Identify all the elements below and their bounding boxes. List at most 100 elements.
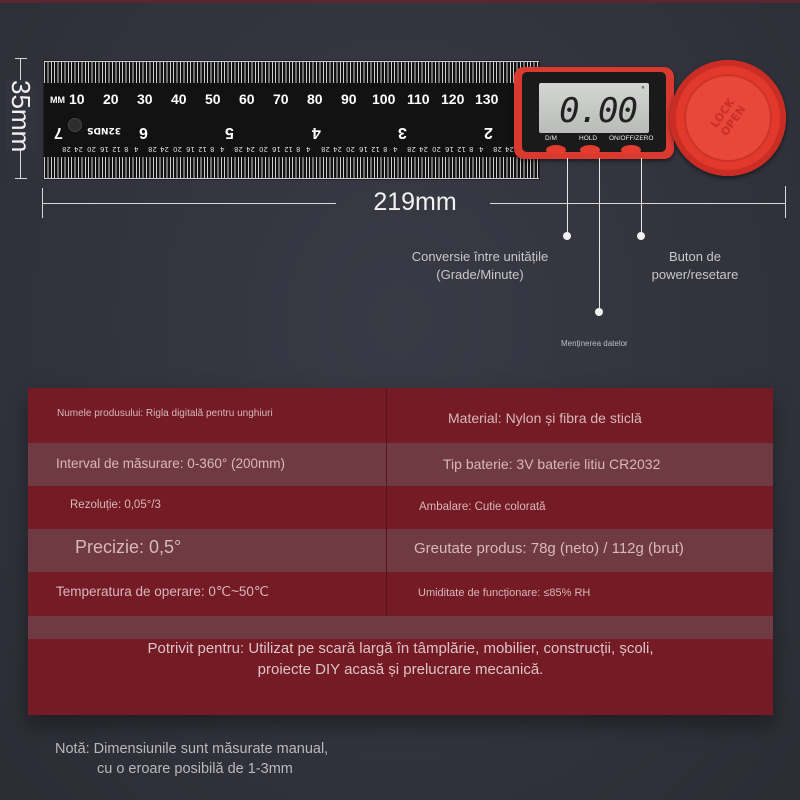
fraction-mark: 28 <box>407 145 416 153</box>
fraction-mark: 8 <box>124 145 129 153</box>
ruler-ticks-top <box>44 61 539 83</box>
spec-packaging: Ambalare: Cutie colorată <box>419 501 546 513</box>
fraction-mark: 4 <box>306 145 311 153</box>
lcd-screen: 0.00 ° <box>539 83 649 133</box>
length-dimension-cap-right <box>785 186 786 218</box>
display-bezel: 0.00 ° D/M HOLD ON/OFF/ZERO <box>522 72 666 155</box>
hold-callout-dot <box>595 308 603 316</box>
dm-callout-line2: (Grade/Minute) <box>436 267 524 282</box>
fraction-mark: 28 <box>62 145 71 153</box>
mm-scale: MM 10 20 30 40 50 60 70 80 90 100 110 12… <box>50 91 539 111</box>
digital-display-housing: 0.00 ° D/M HOLD ON/OFF/ZERO <box>514 67 674 159</box>
specifications-panel: Numele produsului: Rigla digitală pentru… <box>28 388 773 715</box>
degree-symbol: ° <box>641 85 645 94</box>
fraction-mark: 4 <box>134 145 139 153</box>
fraction-mark: 4 <box>393 145 398 153</box>
mm-mark: 20 <box>103 91 119 107</box>
length-dimension-label: 219mm <box>373 188 457 216</box>
length-dimension-cap-left <box>42 188 43 218</box>
fraction-mark: 20 <box>173 145 182 153</box>
fraction-mark: 24 <box>246 145 255 153</box>
hold-button[interactable] <box>580 145 600 155</box>
fraction-scale: 28 24 20 16 12 8 4 28 24 20 16 12 8 4 28… <box>44 145 539 157</box>
fraction-mark: 12 <box>284 145 293 153</box>
fraction-mark: 16 <box>186 145 195 153</box>
power-callout-line1: Buton de <box>668 249 722 264</box>
spec-row <box>28 443 773 486</box>
spec-weight: Greutate produs: 78g (neto) / 112g (brut… <box>414 540 684 557</box>
inch-mark: 4 <box>312 124 321 141</box>
spec-material: Material: Nylon și fibra de sticlă <box>448 410 642 426</box>
top-border <box>0 0 800 3</box>
dm-callout-line1: Conversie între unitățile <box>411 249 549 264</box>
fraction-mark: 24 <box>333 145 342 153</box>
fraction-mark: 4 <box>220 145 225 153</box>
inch-mark: 3 <box>398 124 407 141</box>
mm-unit-label: MM <box>50 95 65 105</box>
spec-row <box>28 639 773 715</box>
mm-mark: 130 <box>475 91 499 107</box>
inch-mark: 7 <box>54 124 63 141</box>
column-divider <box>386 388 387 616</box>
fraction-mark: 12 <box>371 145 380 153</box>
fraction-mark: 8 <box>383 145 388 153</box>
power-callout-line <box>641 158 642 236</box>
fraction-mark: 20 <box>432 145 441 153</box>
fraction-mark: 28 <box>234 145 243 153</box>
fraction-mark: 16 <box>100 145 109 153</box>
dm-button[interactable] <box>546 145 566 155</box>
dm-callout-line <box>567 158 568 236</box>
fraction-mark: 24 <box>74 145 83 153</box>
lock-open-icon: LOCK OPEN <box>708 96 749 139</box>
fraction-mark: 20 <box>346 145 355 153</box>
dm-button-label: D/M <box>545 135 557 142</box>
height-dimension-cap-top <box>15 58 27 59</box>
spec-resolution: Rezoluție: 0,05°/3 <box>70 499 161 511</box>
power-callout-text: Buton de power/resetare <box>625 248 765 284</box>
fraction-mark: 28 <box>321 145 330 153</box>
spec-accuracy: Precizie: 0,5° <box>75 537 182 557</box>
fraction-mark: 24 <box>419 145 428 153</box>
measurement-note: Notă: Dimensiunile sunt măsurate manual,… <box>55 739 328 779</box>
spec-row <box>28 388 773 443</box>
spec-battery-type: Tip baterie: 3V baterie litiu CR2032 <box>443 456 661 472</box>
length-dimension-line-left <box>43 203 336 204</box>
mm-mark: 110 <box>407 91 430 107</box>
fraction-mark: 24 <box>160 145 169 153</box>
mm-mark: 60 <box>239 91 255 107</box>
dm-callout-text: Conversie între unitățile (Grade/Minute) <box>390 248 570 284</box>
fraction-mark: 12 <box>457 145 466 153</box>
fraction-mark: 12 <box>112 145 121 153</box>
fraction-mark: 20 <box>87 145 96 153</box>
spec-row <box>28 486 773 529</box>
fraction-mark: 16 <box>359 145 368 153</box>
fraction-mark: 4 <box>479 145 484 153</box>
mm-mark: 80 <box>307 91 323 107</box>
fraction-mark: 8 <box>296 145 301 153</box>
hold-button-label: HOLD <box>579 135 598 142</box>
inch-mark: 5 <box>225 124 234 141</box>
ruler-ticks-bottom <box>44 157 539 179</box>
height-dimension-cap-bottom <box>15 178 27 179</box>
power-callout-line2: power/resetare <box>651 267 739 282</box>
fraction-mark: 8 <box>469 145 474 153</box>
mm-mark: 120 <box>441 91 465 107</box>
spec-row <box>28 616 773 639</box>
mm-mark: 30 <box>137 91 153 107</box>
power-zero-button[interactable] <box>621 145 641 155</box>
fraction-mark: 28 <box>148 145 157 153</box>
mm-mark: 40 <box>171 91 187 107</box>
dm-callout-dot <box>563 232 571 240</box>
inch-mark: 2 <box>484 124 493 141</box>
power-button-label: ON/OFF/ZERO <box>609 135 654 142</box>
fraction-mark: 12 <box>198 145 207 153</box>
fraction-mark: 16 <box>272 145 281 153</box>
ruler-blade: MM 10 20 30 40 50 60 70 80 90 100 110 12… <box>43 60 540 180</box>
mm-mark: 50 <box>205 91 221 107</box>
spec-row <box>28 572 773 616</box>
suitable-for-text: Potrivit pentru: Utilizat pe scară largă… <box>28 638 773 680</box>
lcd-reading: 0.00 <box>559 91 638 131</box>
spec-measuring-range: Interval de măsurare: 0-360° (200mm) <box>56 456 285 471</box>
lock-dial[interactable]: LOCK OPEN <box>670 60 786 176</box>
mm-mark: 70 <box>273 91 289 107</box>
